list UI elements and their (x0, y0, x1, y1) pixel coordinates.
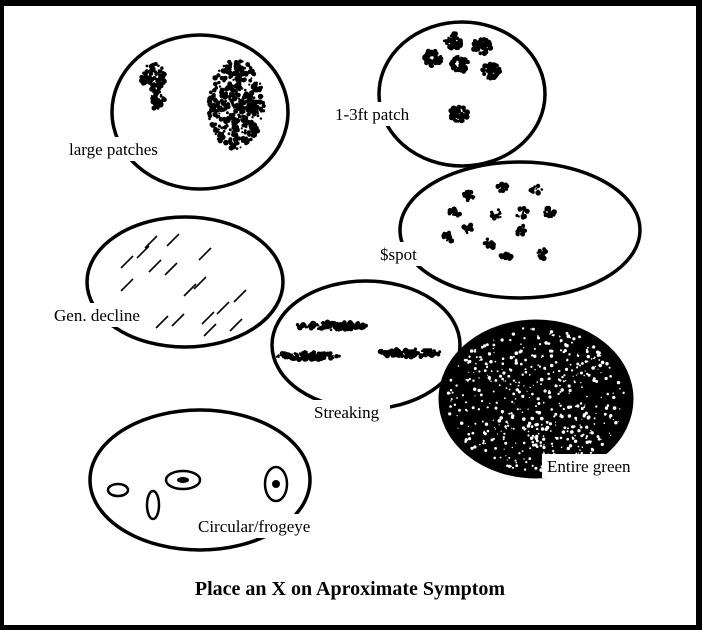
symptom-dollar-spot[interactable]: $spot (376, 162, 640, 298)
large-patches-label: large patches (69, 140, 158, 159)
1-3ft-patch-label: 1-3ft patch (335, 105, 410, 124)
symptom-entire-green[interactable]: Entire green (440, 321, 647, 478)
right-border (696, 0, 702, 630)
left-border (0, 0, 4, 630)
gen-decline-label: Gen. decline (54, 306, 140, 325)
frogeye-ring-1 (108, 484, 128, 496)
frogeye-ring-3 (147, 491, 159, 519)
1-3ft-patch-blobs (422, 31, 502, 123)
symptom-gen-decline[interactable]: Gen. decline (50, 217, 283, 347)
top-border (0, 0, 702, 6)
streaking-streaks (276, 320, 442, 362)
symptom-1-3ft-patch[interactable]: 1-3ft patch (330, 22, 545, 166)
symptom-streaking[interactable]: Streaking (272, 281, 460, 424)
diagram-caption: Place an X on Aproximate Symptom (195, 578, 506, 600)
symptom-circular-frogeye[interactable]: Circular/frogeye (90, 410, 338, 550)
entire-green-label: Entire green (547, 457, 631, 476)
circular-frogeye-label: Circular/frogeye (198, 517, 310, 536)
symptom-large-patches[interactable]: large patches (64, 35, 288, 189)
dollar-spot-label: $spot (380, 245, 417, 264)
streaking-label: Streaking (314, 403, 380, 422)
dollar-spot-marks (441, 182, 557, 261)
frogeye-ring-4-center (272, 480, 280, 488)
bottom-border (0, 625, 702, 630)
large-patches-blobs (139, 59, 266, 150)
frogeye-ring-2-center (177, 477, 189, 483)
